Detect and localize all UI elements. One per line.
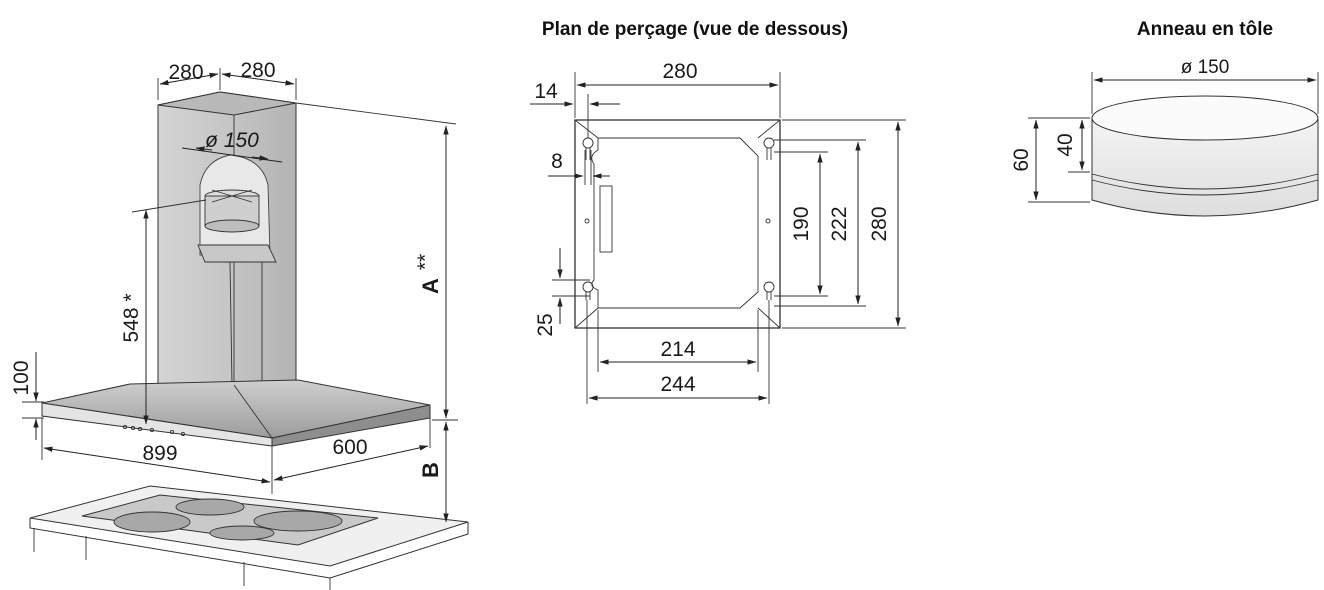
drill-plan-drawing [574, 119, 781, 329]
drill-plan-dimensions: 280 14 8 190 222 280 25 [530, 60, 906, 404]
hood-drawing [29, 91, 469, 590]
canopy-height-label: 100 [10, 360, 33, 395]
offset-8-label: 8 [551, 150, 563, 173]
ring-diameter-label: ø 150 [1181, 57, 1230, 78]
plan-height-222-label: 222 [828, 206, 851, 241]
plan-height-280-label: 280 [868, 206, 891, 241]
hood-width-label: 899 [142, 442, 177, 465]
ring-height-40-label: 40 [1054, 133, 1077, 156]
hood-dimensions: 280 280 ø 150 548 * 100 899 600 A ** B [10, 59, 458, 523]
offset-25-label: 25 [534, 313, 557, 336]
duct-diameter-label: ø 150 [205, 129, 259, 152]
chimney-depth-label: 280 [240, 59, 275, 82]
plan-width-214-label: 214 [660, 338, 695, 361]
plan-width-244-label: 244 [660, 373, 695, 396]
chimney-width-label: 280 [168, 61, 203, 84]
sheet-ring-title: Anneau en tôle [1137, 19, 1273, 40]
hood-depth-label: 600 [332, 436, 367, 459]
sheet-ring-dimensions: ø 150 60 40 [1010, 57, 1319, 203]
sheet-ring-drawing [1091, 95, 1319, 217]
plan-width-top-label: 280 [662, 60, 697, 83]
plan-height-190-label: 190 [790, 206, 813, 241]
dimension-a-label: A [418, 278, 443, 294]
offset-14-label: 14 [534, 80, 558, 103]
dimension-b-label: B [418, 462, 443, 478]
height-548-label: 548 * [120, 293, 143, 342]
dimension-a-mark: ** [414, 254, 437, 270]
drill-plan-title: Plan de perçage (vue de dessous) [542, 19, 848, 40]
ring-height-60-label: 60 [1010, 148, 1033, 171]
